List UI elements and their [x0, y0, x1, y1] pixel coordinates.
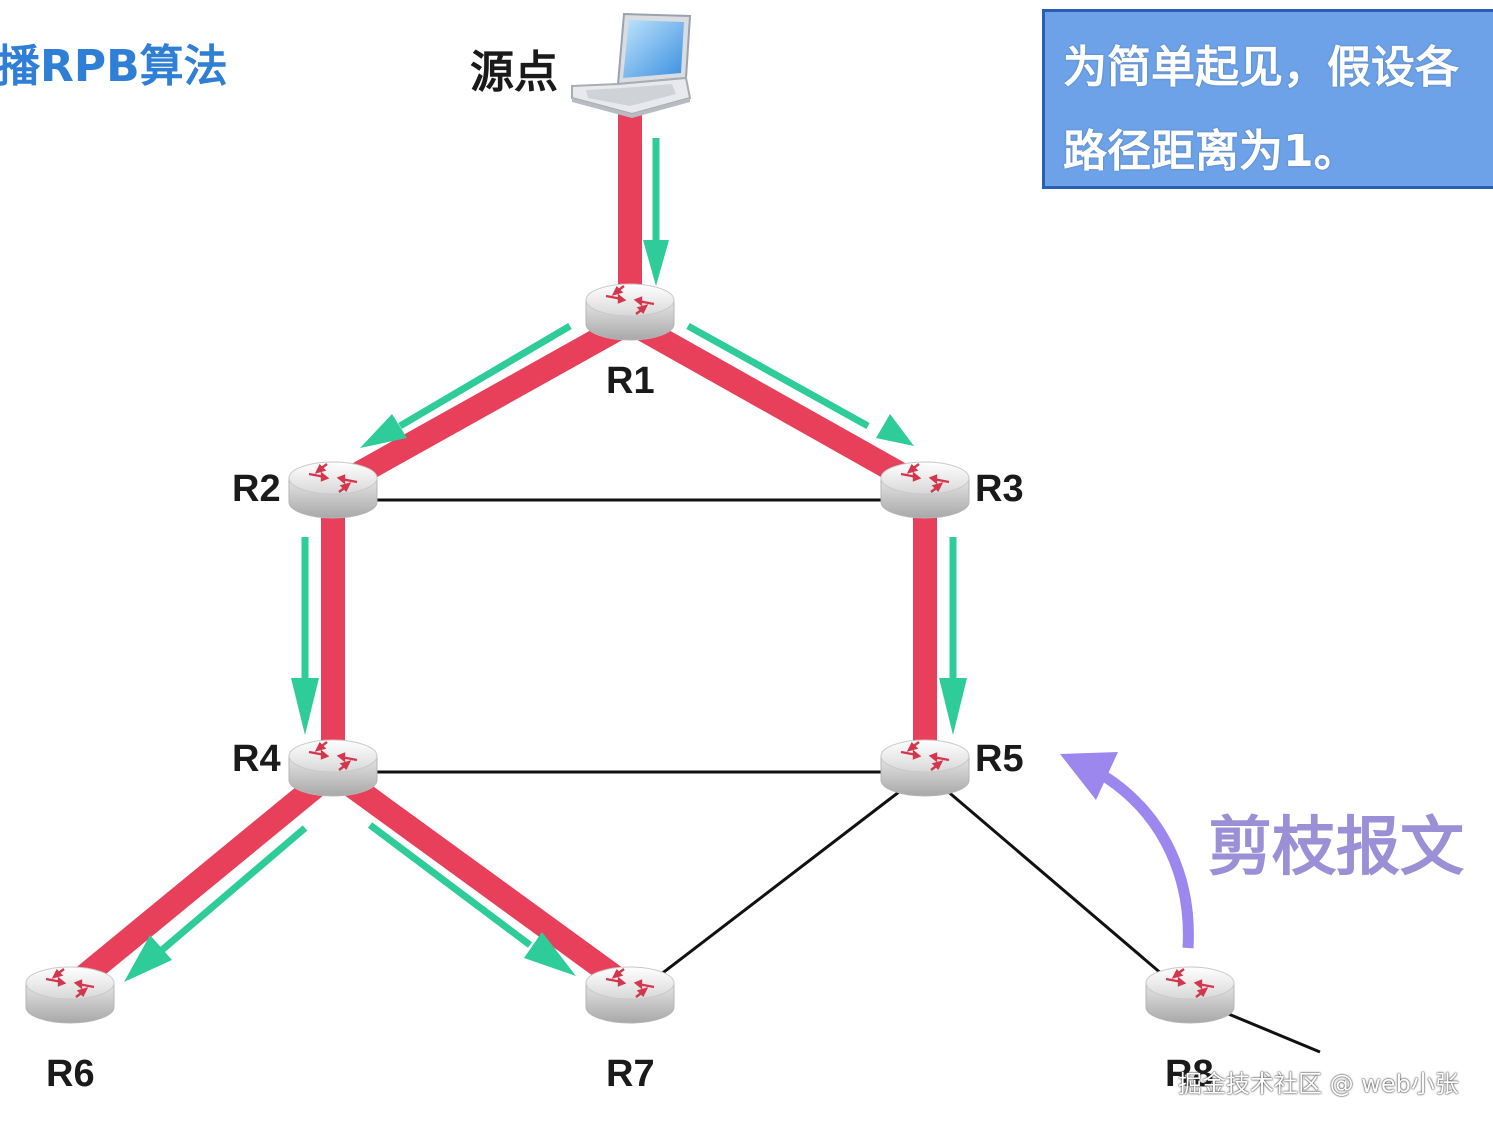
router-r5-icon: [879, 738, 971, 798]
router-r7-icon: [584, 965, 676, 1025]
router-label-r3: R3: [975, 468, 1024, 510]
router-r2-icon: [287, 460, 379, 520]
flow-arrow-r3: [686, 322, 870, 430]
link-r5-r8: [924, 770, 1191, 1000]
page-title: 播RPB算法: [0, 41, 228, 92]
router-label-r4: R4: [232, 738, 281, 780]
router-r1-icon: [584, 282, 676, 342]
black-links: [333, 498, 1321, 1054]
path-r1-r2: [327, 311, 636, 499]
note-box: 为简单起见，假设各 路径距离为1。: [1042, 9, 1493, 189]
flow-arrow-r6: [159, 825, 308, 953]
path-r4-r7: [325, 762, 638, 998]
router-label-r1: R1: [606, 360, 655, 402]
source-label: 源点: [470, 47, 558, 98]
router-r6-icon: [24, 965, 116, 1025]
note-line-2: 路径距离为1。: [1063, 126, 1358, 177]
router-label-r7: R7: [606, 1053, 655, 1095]
laptop-icon: [571, 12, 692, 118]
router-label-r8: R8: [1165, 1053, 1214, 1095]
flow-arrow-r2: [398, 322, 572, 430]
router-r3-icon: [879, 460, 971, 520]
router-label-r6: R6: [46, 1053, 95, 1095]
prune-arrow: [1060, 752, 1194, 949]
path-r1-r3: [624, 311, 931, 499]
prune-label: 剪枝报文: [1208, 811, 1464, 885]
router-r8-icon: [1144, 965, 1236, 1025]
router-label-r5: R5: [975, 738, 1024, 780]
red-paths: [62, 112, 937, 998]
router-label-r2: R2: [232, 468, 281, 510]
link-r5-r7: [629, 770, 926, 1000]
note-line-1: 为简单起见，假设各: [1063, 42, 1459, 93]
green-arrows: [124, 138, 967, 982]
path-r4-r6: [62, 762, 341, 998]
watermark: 掘金技术社区 @ web小张: [1178, 1070, 1459, 1098]
router-r4-icon: [287, 738, 379, 798]
flow-arrow-r7: [367, 822, 533, 948]
